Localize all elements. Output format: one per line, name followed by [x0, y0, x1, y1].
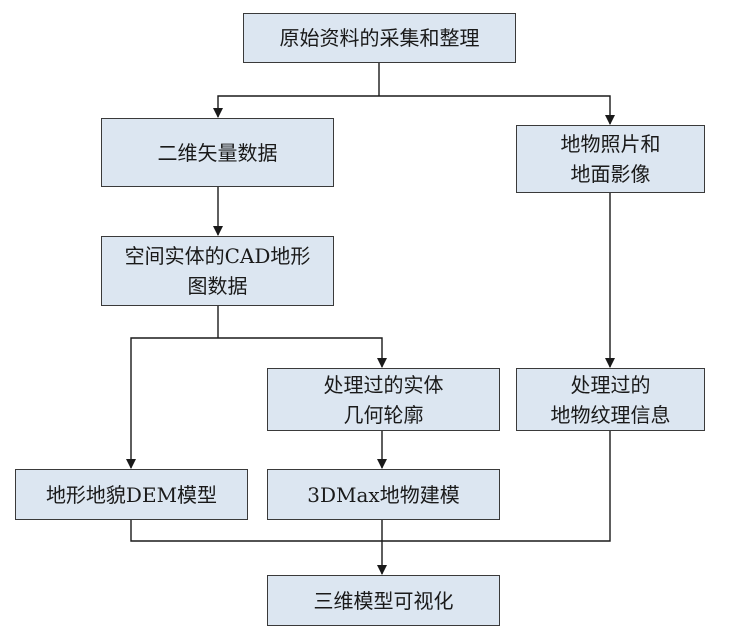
- node-3dmax-modeling: 3DMax地物建模: [267, 469, 500, 520]
- node-cad-text-line-1: 空间实体的CAD地形: [124, 244, 311, 268]
- connector-cad-to-dem: [126, 337, 218, 469]
- node-photo-text-line-1: 地物照片和: [560, 132, 661, 156]
- node-dem-text-line: 地形地貌DEM模型: [45, 482, 218, 507]
- node-photos-and-imagery: 地物照片和 地面影像: [516, 125, 705, 193]
- node-processed-geometry-outline: 处理过的实体 几何轮廓: [267, 368, 500, 431]
- connector-source-to-vector: [213, 95, 379, 118]
- node-texture-text-line-1: 处理过的: [570, 372, 651, 397]
- connector-source-to-photo: [379, 95, 615, 125]
- connector-dem-to-merge: [130, 520, 382, 542]
- connector-texture-to-merge: [382, 431, 611, 542]
- node-visual-text-line: 三维模型可视化: [313, 588, 454, 613]
- node-vector-text-line: 二维矢量数据: [157, 140, 278, 165]
- node-outline-text-line-2: 几何轮廓: [343, 402, 424, 427]
- node-source-text-line: 原始资料的采集和整理: [279, 26, 480, 50]
- node-source-data-collection: 原始资料的采集和整理: [243, 13, 516, 63]
- connector-cad-to-outline: [218, 337, 387, 368]
- node-cad-text-line-2: 图数据: [187, 274, 248, 298]
- node-3dmax-text-line: 3DMax地物建模: [307, 482, 460, 507]
- node-photo-text-line-2: 地面影像: [570, 162, 651, 186]
- node-processed-texture-info: 处理过的 地物纹理信息: [516, 368, 705, 431]
- node-dem-terrain-model: 地形地貌DEM模型: [15, 469, 248, 520]
- node-texture-text-line-2: 地物纹理信息: [550, 402, 671, 427]
- node-cad-terrain-data: 空间实体的CAD地形 图数据: [101, 236, 334, 306]
- node-2d-vector-data: 二维矢量数据: [101, 118, 334, 187]
- node-3d-visualization: 三维模型可视化: [267, 575, 500, 626]
- node-outline-text-line-1: 处理过的实体: [323, 372, 444, 397]
